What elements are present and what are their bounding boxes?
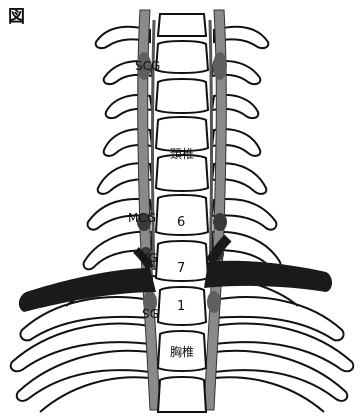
label-scg: SCG bbox=[135, 59, 160, 73]
vertebra-number-t1: 1 bbox=[177, 299, 185, 314]
label-sg: SG bbox=[142, 307, 159, 321]
vertebra-number-c7: 7 bbox=[177, 261, 185, 276]
right-subclavian-artery bbox=[204, 261, 332, 292]
label-thoracic-spine: 胸椎 bbox=[170, 344, 194, 359]
figure-corner-mark: 図 bbox=[8, 7, 25, 27]
label-cervical-spine: 頚椎 bbox=[170, 146, 194, 161]
label-mcg: MCG bbox=[128, 211, 156, 225]
vertebra-number-c6: 6 bbox=[177, 215, 185, 230]
label-vg: VG bbox=[140, 251, 158, 265]
